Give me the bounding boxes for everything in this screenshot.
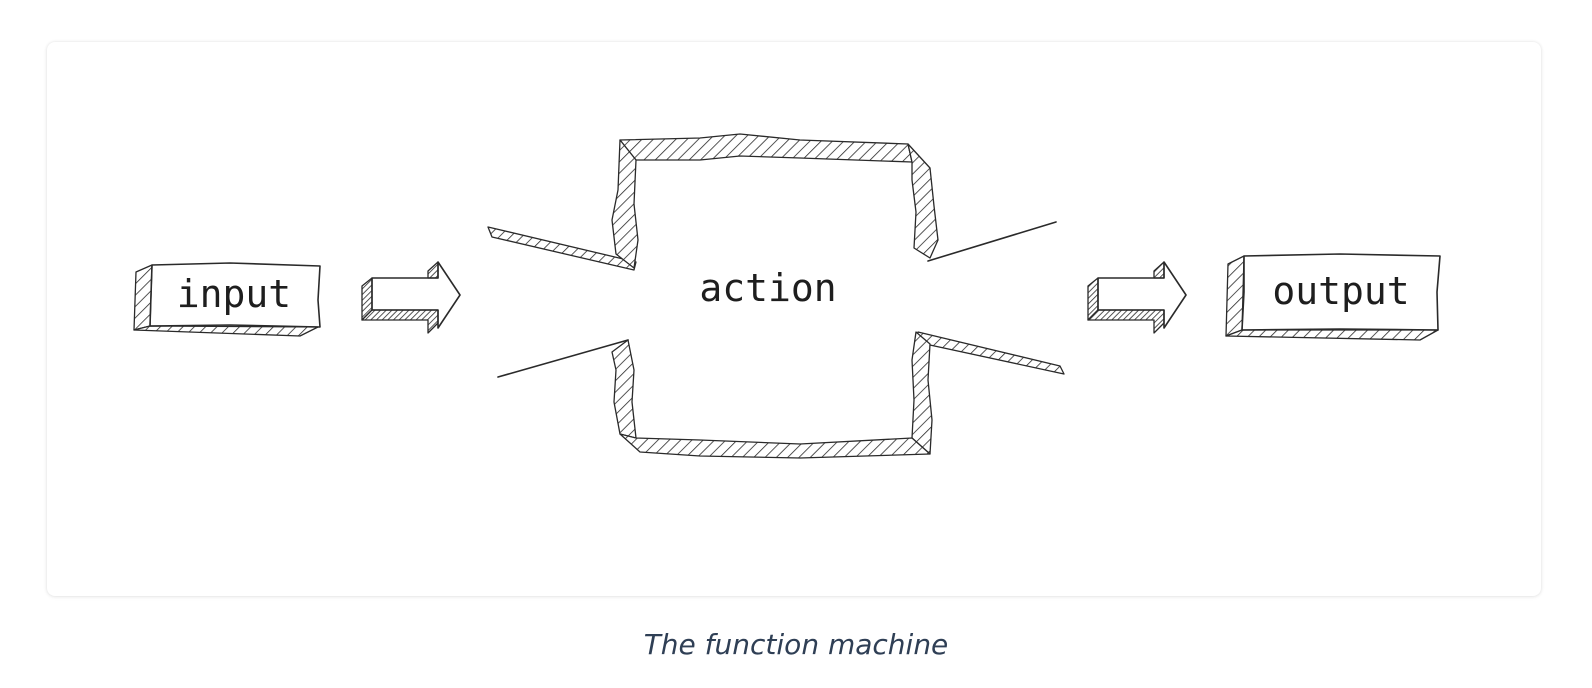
action-machine: action [487,133,1065,459]
action-label: action [699,266,836,310]
arrow-input-to-action [361,261,461,334]
figure-card [47,42,1541,596]
input-box: input [133,262,321,337]
output-label: output [1272,269,1409,313]
arrow-action-to-output [1087,261,1187,334]
output-box: output [1225,253,1441,341]
input-label: input [177,272,291,316]
figure-caption: The function machine [643,628,949,661]
